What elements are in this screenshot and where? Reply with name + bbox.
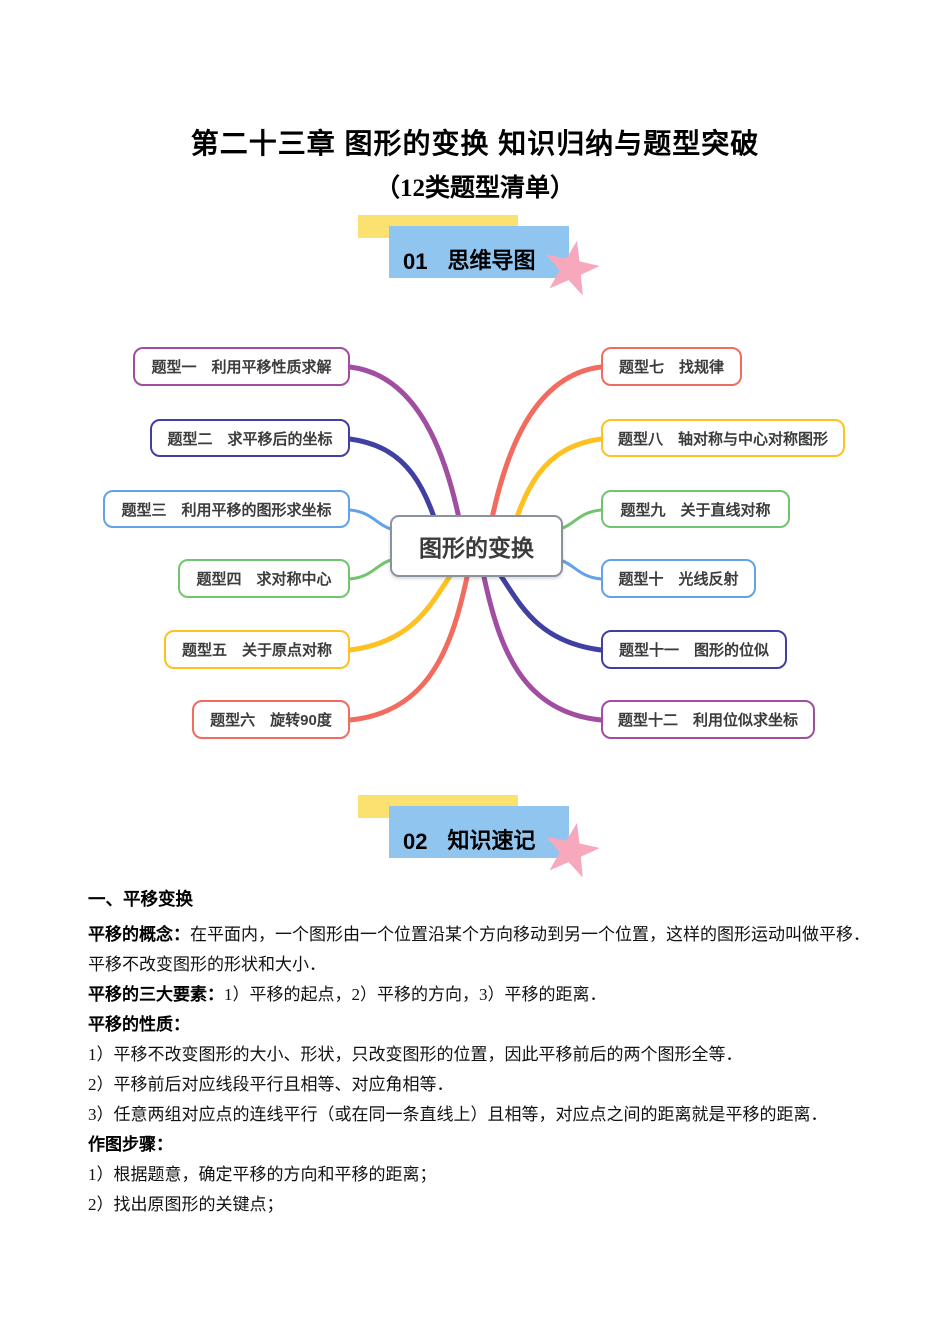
bold-leadin: 平移的概念： <box>88 925 190 944</box>
mindmap-node-left-2: 题型二 求平移后的坐标 <box>150 419 350 457</box>
mindmap-center-node: 图形的变换 <box>390 515 563 577</box>
mindmap-node-right-10: 题型十 光线反射 <box>601 559 756 598</box>
node-label: 题型六 旋转90度 <box>210 712 332 729</box>
page-subtitle: （12类题型清单） <box>374 175 575 202</box>
bold-leadin: 平移的性质： <box>88 1015 190 1034</box>
paragraph-step-2: 2）找出原图形的关键点； <box>88 1190 870 1220</box>
mindmap-node-right-11: 题型十一 图形的位似 <box>601 630 787 669</box>
node-label: 题型十 光线反射 <box>618 571 739 588</box>
node-label: 题型一 利用平移性质求解 <box>151 359 332 376</box>
mindmap-node-right-8: 题型八 轴对称与中心对称图形 <box>601 419 845 457</box>
mindmap-node-left-5: 题型五 关于原点对称 <box>164 630 350 669</box>
star-icon <box>545 822 600 878</box>
paragraph-text: 3）任意两组对应点的连线平行（或在同一条直线上）且相等，对应点之间的距离就是平移… <box>88 1105 828 1124</box>
paragraph-text: 1）平移的起点，2）平移的方向，3）平移的距离． <box>224 985 607 1004</box>
mindmap-node-left-6: 题型六 旋转90度 <box>192 700 350 739</box>
mindmap-node-right-7: 题型七 找规律 <box>601 347 742 386</box>
star-icon <box>545 240 600 296</box>
knowledge-section: 一、平移变换 平移的概念：在平面内，一个图形由一个位置沿某个方向移动到另一个位置… <box>88 884 870 1220</box>
section-number: 01 <box>403 249 428 274</box>
knowledge-heading: 一、平移变换 <box>88 889 193 909</box>
node-label: 题型四 求对称中心 <box>196 571 332 588</box>
paragraph-text: 在平面内，一个图形由一个位置沿某个方向移动到另一个位置，这样的图形运动叫做平移．… <box>88 925 870 974</box>
mindmap-node-left-1: 题型一 利用平移性质求解 <box>133 347 350 386</box>
paragraph-properties-heading: 平移的性质： <box>88 1010 870 1040</box>
page-title: 第二十三章 图形的变换 知识归纳与题型突破 <box>190 128 760 159</box>
paragraph-step-1: 1）根据题意，确定平移的方向和平移的距离； <box>88 1160 870 1190</box>
node-label: 题型八 轴对称与中心对称图形 <box>617 430 828 448</box>
paragraph-text: 2）找出原图形的关键点； <box>88 1195 284 1214</box>
section-02-header: 02 知识速记 <box>389 806 569 858</box>
node-label: 题型十二 利用位似求坐标 <box>617 712 798 729</box>
bold-leadin: 平移的三大要素： <box>88 985 224 1004</box>
paragraph-text: 1）平移不改变图形的大小、形状，只改变图形的位置，因此平移前后的两个图形全等． <box>88 1045 743 1064</box>
section-title: 思维导图 <box>447 248 536 273</box>
node-label: 题型七 找规律 <box>618 359 724 376</box>
section-01-header: 01 思维导图 <box>389 226 569 278</box>
section-number: 02 <box>403 829 428 854</box>
paragraph-property-2: 2）平移前后对应线段平行且相等、对应角相等． <box>88 1070 870 1100</box>
node-label: 题型三 利用平移的图形求坐标 <box>121 501 332 519</box>
mindmap-node-left-3: 题型三 利用平移的图形求坐标 <box>103 490 350 528</box>
paragraph-property-3: 3）任意两组对应点的连线平行（或在同一条直线上）且相等，对应点之间的距离就是平移… <box>88 1100 870 1130</box>
section-title: 知识速记 <box>447 828 536 853</box>
mindmap-node-left-4: 题型四 求对称中心 <box>178 559 350 598</box>
bold-leadin: 作图步骤： <box>88 1135 173 1154</box>
paragraph-text: 2）平移前后对应线段平行且相等、对应角相等． <box>88 1075 454 1094</box>
mindmap-node-right-9: 题型九 关于直线对称 <box>601 490 790 528</box>
paragraph-text: 1）根据题意，确定平移的方向和平移的距离； <box>88 1165 437 1184</box>
paragraph-steps-heading: 作图步骤： <box>88 1130 870 1160</box>
node-label: 题型二 求平移后的坐标 <box>167 430 333 448</box>
node-label: 题型九 关于直线对称 <box>620 501 771 519</box>
mindmap-node-right-12: 题型十二 利用位似求坐标 <box>601 700 815 739</box>
center-node-label: 图形的变换 <box>419 535 534 561</box>
paragraph-elements: 平移的三大要素：1）平移的起点，2）平移的方向，3）平移的距离． <box>88 980 870 1010</box>
paragraph-property-1: 1）平移不改变图形的大小、形状，只改变图形的位置，因此平移前后的两个图形全等． <box>88 1040 870 1070</box>
node-label: 题型五 关于原点对称 <box>181 642 332 659</box>
paragraph-concept: 平移的概念：在平面内，一个图形由一个位置沿某个方向移动到另一个位置，这样的图形运… <box>88 920 870 980</box>
node-label: 题型十一 图形的位似 <box>618 642 769 659</box>
